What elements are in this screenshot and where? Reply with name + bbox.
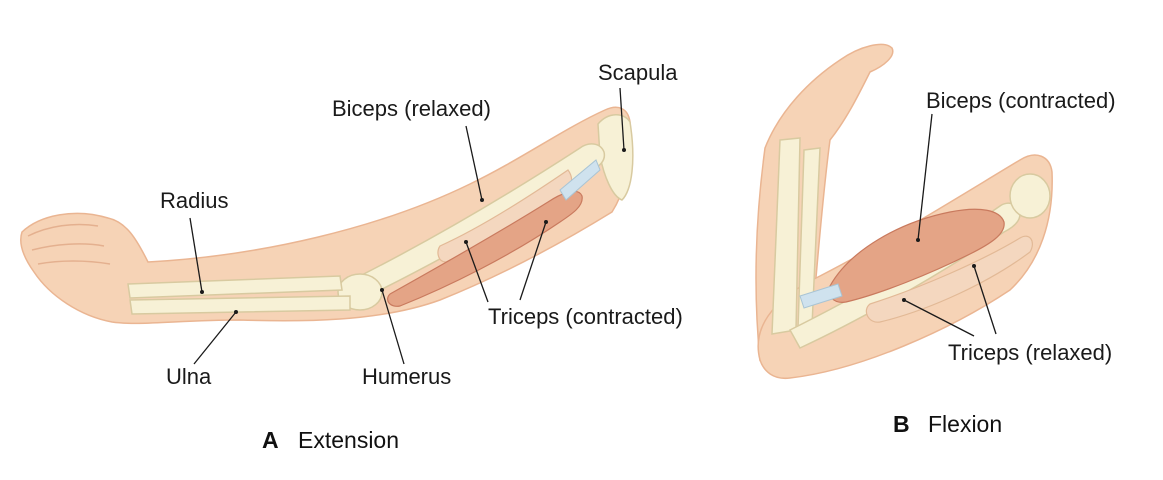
triceps-a-tendon: [559, 159, 601, 201]
hand-a-fingers: [27, 223, 111, 265]
label-biceps-relaxed: Biceps (relaxed): [332, 96, 491, 121]
caption-b: B Flexion: [893, 411, 1002, 437]
radius-a: [127, 275, 343, 299]
label-radius: Radius: [160, 188, 228, 213]
scapula-a: [597, 114, 634, 201]
label-scapula: Scapula: [598, 60, 678, 85]
panel-a-extended-arm: [20, 106, 634, 325]
caption-b-letter: B: [893, 411, 910, 437]
leader-lines: [189, 87, 997, 365]
label-humerus: Humerus: [362, 364, 451, 389]
triceps-b: [865, 235, 1033, 323]
shoulder-b: [1009, 173, 1051, 219]
ulna-a: [129, 295, 351, 315]
caption-a-title: Extension: [298, 427, 399, 453]
label-ulna: Ulna: [166, 364, 212, 389]
caption-a-letter: A: [262, 427, 279, 453]
triceps-a: [387, 190, 583, 307]
label-triceps-contracted: Triceps (contracted): [488, 304, 683, 329]
caption-b-title: Flexion: [928, 411, 1002, 437]
label-triceps-relaxed: Triceps (relaxed): [948, 340, 1112, 365]
panel-b-flexed-arm: [755, 43, 1053, 380]
labels: Scapula Biceps (relaxed) Radius Triceps …: [160, 60, 1116, 389]
biceps-b-tendon: [799, 283, 843, 309]
biceps-b: [828, 208, 1005, 303]
label-biceps-contracted: Biceps (contracted): [926, 88, 1116, 113]
caption-a: A Extension: [262, 427, 399, 453]
